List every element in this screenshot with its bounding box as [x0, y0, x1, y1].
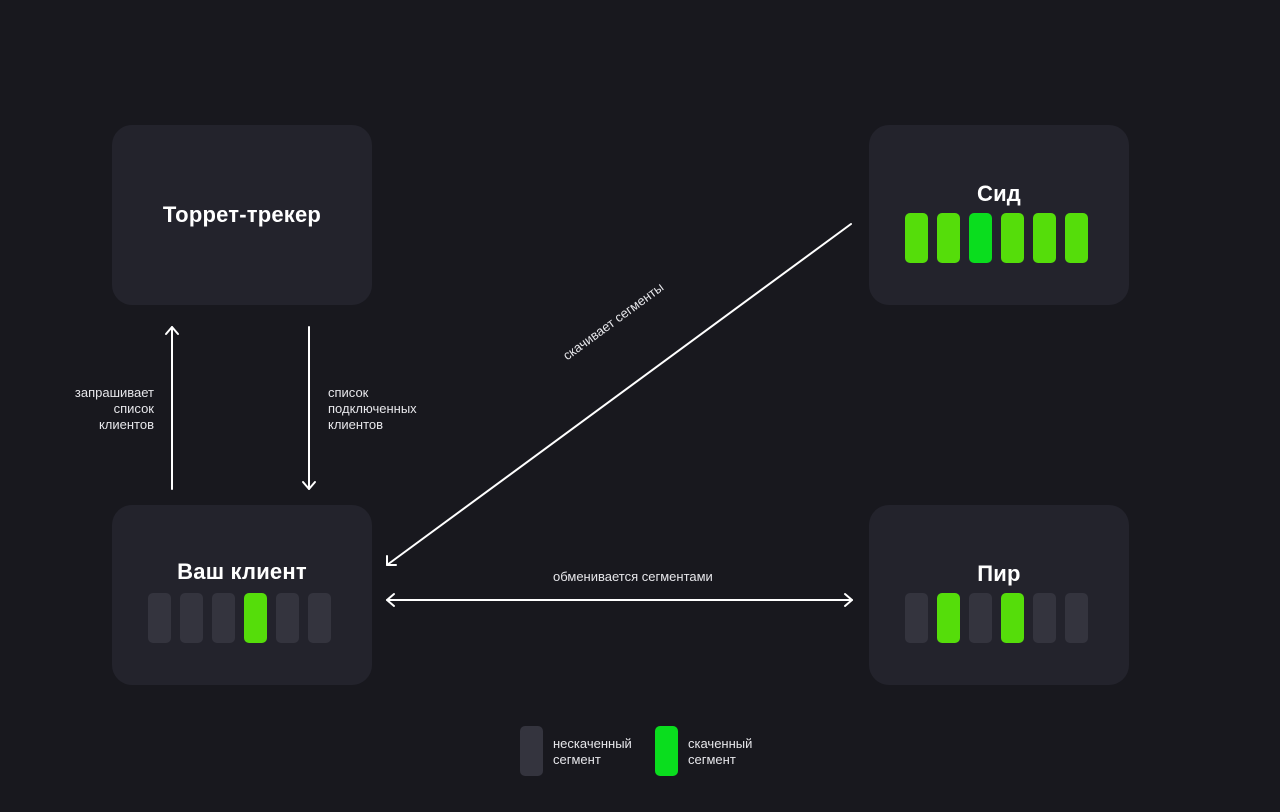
- client-title: Ваш клиент: [177, 559, 307, 584]
- legend-missing-swatch: [520, 726, 543, 776]
- segment-missing: [148, 593, 171, 643]
- segment-downloaded: [1001, 593, 1024, 643]
- peer-segments: [905, 593, 1088, 643]
- segment-downloaded: [1065, 213, 1088, 263]
- request-label: запрашивает список клиентов: [74, 385, 154, 432]
- segment-missing: [212, 593, 235, 643]
- segment-downloaded: [969, 213, 992, 263]
- legend-downloaded-label: скаченный сегмент: [688, 736, 753, 767]
- peer-node: Пир: [869, 505, 1129, 685]
- segment-missing: [969, 593, 992, 643]
- segment-missing: [308, 593, 331, 643]
- exchange-label: обменивается сегментами: [553, 569, 713, 584]
- peer-title: Пир: [977, 561, 1021, 586]
- segment-downloaded: [244, 593, 267, 643]
- tracker-node: Торрет-трекер: [112, 125, 372, 305]
- segment-downloaded: [1001, 213, 1024, 263]
- list-label: список подключенных клиентов: [328, 385, 417, 432]
- seed-segments: [905, 213, 1088, 263]
- segment-downloaded: [937, 213, 960, 263]
- seed-title: Сид: [977, 181, 1021, 206]
- seed-node: Сид: [869, 125, 1129, 305]
- client-node: Ваш клиент: [112, 505, 372, 685]
- exchange-arrow: [386, 593, 853, 607]
- segment-downloaded: [937, 593, 960, 643]
- download-arrow: [386, 223, 852, 566]
- segment-missing: [1033, 593, 1056, 643]
- segment-downloaded: [1033, 213, 1056, 263]
- segment-missing: [905, 593, 928, 643]
- client-segments: [148, 593, 331, 643]
- segment-missing: [1065, 593, 1088, 643]
- segment-missing: [180, 593, 203, 643]
- segment-missing: [276, 593, 299, 643]
- request-arrow: [165, 326, 179, 490]
- legend-downloaded-swatch: [655, 726, 678, 776]
- list-arrow: [302, 326, 316, 490]
- legend-missing-label: нескаченный сегмент: [553, 736, 632, 767]
- tracker-title: Торрет-трекер: [162, 202, 322, 227]
- segment-downloaded: [905, 213, 928, 263]
